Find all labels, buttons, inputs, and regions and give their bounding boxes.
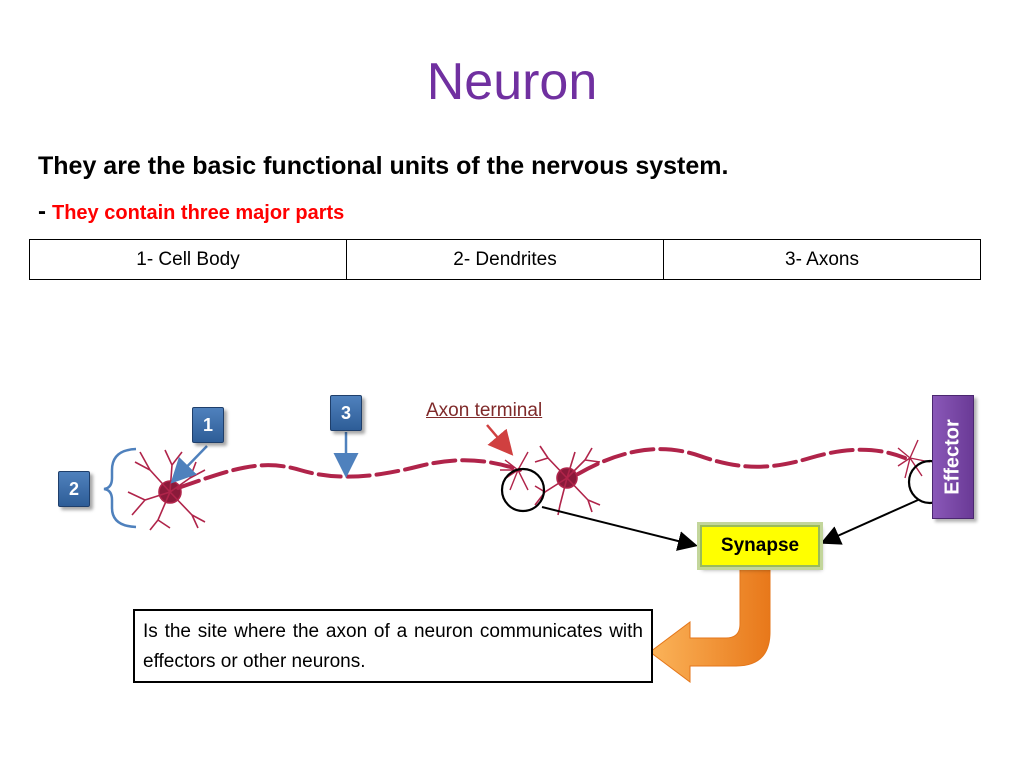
subpoint-text: They contain three major parts (52, 202, 345, 224)
part-dendrites: 2- Dendrites (346, 239, 664, 280)
axon-terminal-1 (500, 451, 529, 491)
axon-1 (176, 458, 522, 490)
neuron-1 (127, 449, 206, 531)
parts-row: 1- Cell Body 2- Dendrites 3- Axons (29, 239, 981, 280)
synapse-arrow-left (541, 506, 698, 551)
dendrite-bracket (103, 447, 137, 529)
marker-2: 2 (58, 471, 90, 507)
intro-subpoint: -They contain three major parts (38, 198, 344, 226)
synapse-box: Synapse (700, 525, 820, 567)
effector-label: Effector (941, 419, 964, 495)
part-axons: 3- Axons (663, 239, 981, 280)
orange-curved-arrow (649, 567, 771, 683)
axon-terminal-label: Axon terminal (426, 400, 543, 421)
axon-2 (576, 447, 907, 476)
marker-3: 3 (330, 395, 362, 431)
axon-terminal-arrow (486, 424, 514, 456)
page-title: Neuron (426, 53, 598, 111)
synapse-definition: Is the site where the axon of a neuron c… (133, 609, 653, 683)
marker-1: 1 (192, 407, 224, 443)
bullet-dash: - (38, 198, 46, 225)
part-cell-body: 1- Cell Body (29, 239, 347, 280)
effector-box: Effector (932, 395, 974, 519)
synapse-circle-1 (500, 467, 546, 513)
neuron-2 (534, 445, 601, 516)
pointer-arrow-1 (170, 445, 208, 484)
parts-table: 1- Cell Body 2- Dendrites 3- Axons (29, 239, 981, 280)
intro-sentence: They are the basic functional units of t… (38, 152, 729, 180)
synapse-arrow-right (820, 499, 919, 545)
axon-terminal-2 (897, 439, 931, 479)
